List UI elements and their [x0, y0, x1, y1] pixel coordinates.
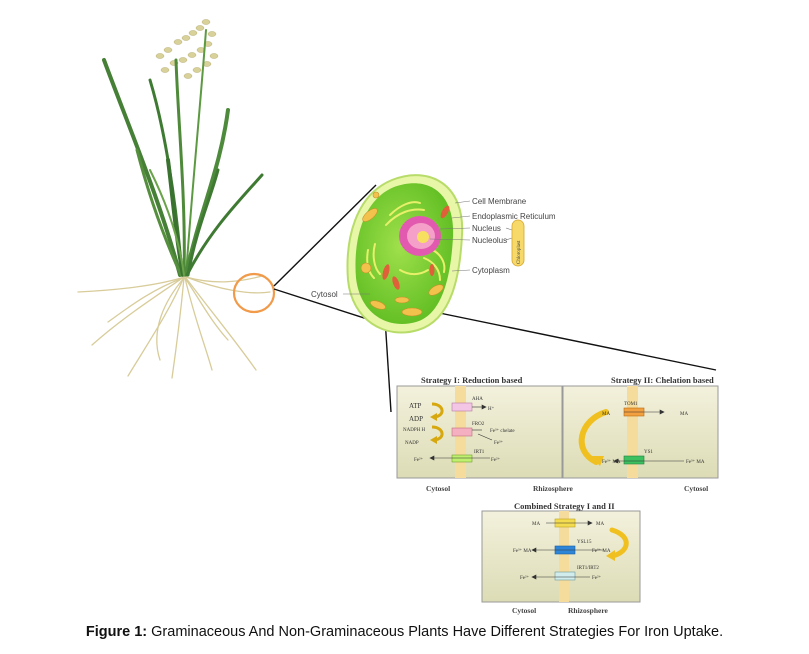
strategy1-panel	[396, 385, 563, 479]
fe2-inside-label: Fe²⁺	[414, 457, 423, 463]
strategy1-title: Strategy I: Reduction based	[421, 375, 523, 385]
combined-strategy-panel	[481, 510, 641, 603]
aha-label: AHA	[472, 397, 483, 402]
strategy2-ma-inside-label: MA	[602, 412, 610, 417]
nadp-label: NADP	[405, 441, 419, 446]
atp-label: ATP	[409, 402, 422, 410]
caption-text: Graminaceous And Non-Graminaceous Plants…	[147, 624, 724, 640]
h-plus-label: H⁺	[488, 406, 495, 412]
ysl15-label: YSL15	[577, 540, 592, 545]
irt1-label: IRT1	[474, 450, 485, 455]
cell-label-lines	[343, 200, 513, 295]
rhizosphere-label: Rhizosphere	[533, 484, 574, 493]
irt-label: IRT1/IRT2	[577, 566, 599, 571]
strategy2-title: Strategy II: Chelation based	[611, 375, 714, 385]
endoplasmic-reticulum-label: Endoplasmic Reticulum	[472, 212, 556, 221]
combined-ma-outside-label: MA	[596, 522, 604, 527]
chloroplast-label: Chloroplast	[517, 240, 522, 264]
fro2-label: FRO2	[472, 422, 485, 427]
combined-rhizosphere-label: Rhizosphere	[568, 606, 609, 615]
combined-cytosol-label: Cytosol	[512, 606, 536, 615]
combined-title: Combined Strategy I and II	[514, 501, 615, 511]
nucleus-label: Nucleus	[472, 224, 501, 233]
figure-number: Figure 1:	[85, 624, 148, 640]
rice-plant-illustration	[77, 19, 271, 379]
cytosol-label: Cytosol	[311, 290, 338, 299]
figure-caption: Figure 1: Graminaceous And Non-Graminace…	[0, 624, 809, 640]
nucleolus-label: Nucleolus	[472, 236, 507, 245]
cytosol-right-label: Cytosol	[684, 484, 708, 493]
fe3-label: Fe³⁺	[494, 440, 503, 446]
cytoplasm-label: Cytoplasm	[472, 266, 510, 275]
cell-membrane-label: Cell Membrane	[472, 197, 527, 206]
strategy2-panel	[562, 385, 719, 479]
fe3-chelate-label: Fe³⁺ chelate	[490, 428, 515, 434]
combined-fema-inside-label: Fe³⁺ MA	[513, 548, 532, 554]
adp-label: ADP	[409, 415, 423, 423]
figure-canvas: Cell Membrane Endoplasmic Reticulum Nucl…	[77, 19, 719, 615]
combined-fe-outside-label: Fe²⁺	[592, 575, 601, 581]
ys1-label: YS1	[644, 450, 653, 455]
fe2-outside-label: Fe²⁺	[491, 457, 500, 463]
chloroplast-label-badge: Chloroplast	[511, 219, 525, 267]
strategy2-fema-inside-label: Fe³⁺ MA	[602, 459, 621, 465]
plant-cell-illustration	[346, 174, 464, 334]
strategy2-ma-outside-label: MA	[680, 412, 688, 417]
nadph-label: NADPH H	[403, 428, 425, 433]
tom1-label: TOM1	[624, 402, 638, 407]
combined-fema-outside-label: Fe³⁺ MA	[592, 548, 611, 554]
root-highlight-circle	[232, 272, 276, 314]
combined-ma-inside-label: MA	[532, 522, 540, 527]
combined-fe-inside-label: Fe²⁺	[520, 575, 529, 581]
cytosol-left-label: Cytosol	[426, 484, 450, 493]
strategy2-fema-outside-label: Fe³⁺ MA	[686, 459, 705, 465]
